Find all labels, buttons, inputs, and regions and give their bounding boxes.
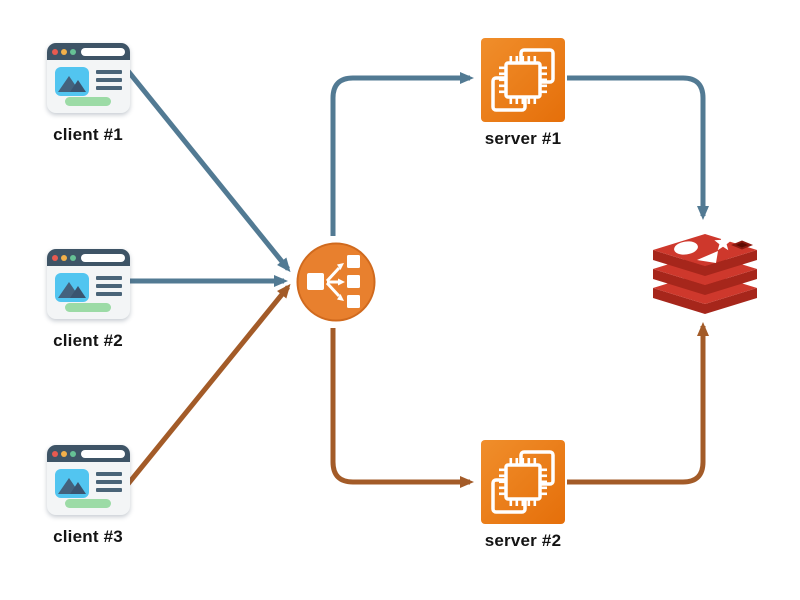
close-dot-icon [51,254,58,261]
browser-window-icon [46,249,130,319]
ec2-server-icon [481,440,565,524]
address-bar [80,253,125,262]
minimize-dot-icon [60,254,67,261]
browser-window-icon [46,445,130,515]
client-node-2: client #2 [28,249,148,351]
close-dot-icon [51,450,58,457]
button-pill-icon [65,303,111,312]
redis-cache-node [649,232,761,321]
browser-titlebar [46,43,130,60]
edge-lb-to-server1 [330,72,474,236]
client-node-3: client #3 [28,445,148,547]
close-dot-icon [51,48,58,55]
text-lines-icon [95,70,122,90]
button-pill-icon [65,97,111,106]
server-1-label: server #1 [484,129,562,148]
button-pill-icon [65,499,111,508]
client-2-label: client #2 [53,331,123,350]
minimize-dot-icon [60,450,67,457]
address-bar [80,47,125,56]
load-balancer-node [296,242,376,327]
browser-window-icon [46,43,130,113]
maximize-dot-icon [69,254,76,261]
text-lines-icon [95,472,122,492]
browser-content [47,60,130,96]
browser-titlebar [46,249,130,266]
image-thumbnail-icon [54,273,89,302]
server-2-label: server #2 [484,531,562,550]
maximize-dot-icon [69,450,76,457]
redis-icon [653,234,757,314]
ec2-server-icon [481,38,565,122]
client-3-label: client #3 [53,527,123,546]
image-thumbnail-icon [54,469,89,498]
address-bar [80,449,125,458]
text-lines-icon [95,276,122,296]
edge-client1-to-lb [126,69,291,273]
browser-content [47,266,130,302]
edge-lb-to-server2 [330,328,474,488]
image-thumbnail-icon [54,67,89,96]
edge-client3-to-lb [126,283,291,486]
browser-content [47,462,130,498]
client-node-1: client #1 [28,43,148,145]
maximize-dot-icon [69,48,76,55]
edge-server2-to-redis [567,322,709,485]
elastic-load-balancer-icon [296,242,376,322]
edge-server1-to-redis [567,75,709,220]
minimize-dot-icon [60,48,67,55]
server-node-2: server #2 [463,440,583,551]
client-1-label: client #1 [53,125,123,144]
server-node-1: server #1 [463,38,583,149]
browser-titlebar [46,445,130,462]
